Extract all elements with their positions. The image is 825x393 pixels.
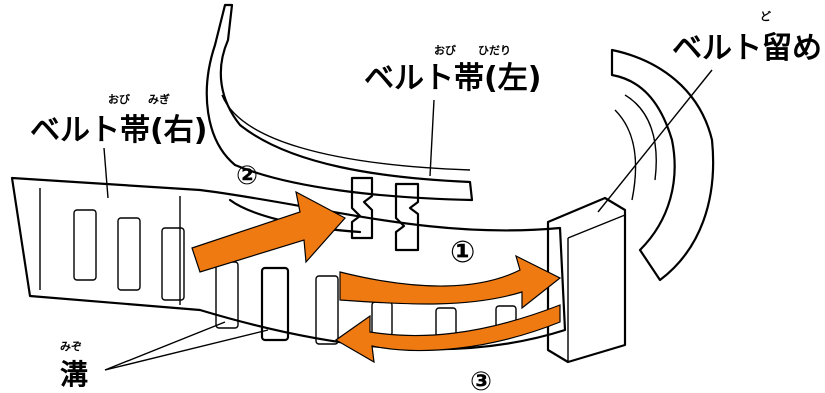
ruby-hidari: ひだり xyxy=(478,44,511,57)
label-belt-left: おび ひだり ベルト帯(左) xyxy=(364,43,541,96)
label-belt-right: おび みぎ ベルト帯(右) xyxy=(30,92,207,148)
arrow-step1 xyxy=(339,254,562,310)
arrow-step2 xyxy=(191,190,346,273)
arrow-step3 xyxy=(334,304,561,364)
belt-keeper xyxy=(546,196,627,364)
step-3-number: ③ xyxy=(470,367,492,393)
label-belt-keeper: ど ベルト留め xyxy=(672,10,822,66)
ruby-obi-left: おび xyxy=(434,43,457,57)
strap-body xyxy=(610,48,715,282)
belt-left-label: ベルト帯(左) xyxy=(364,61,541,96)
ruby-obi-right: おび xyxy=(108,92,131,106)
belt-right-label: ベルト帯(右) xyxy=(30,113,207,148)
ruby-mizo: みぞ xyxy=(60,340,82,353)
leader-lines xyxy=(103,69,713,371)
ruby-migi: みぎ xyxy=(148,92,170,106)
band-left-slots xyxy=(350,176,420,252)
step-2-number: ② xyxy=(236,161,258,191)
belt-keeper-label: ベルト留め xyxy=(672,31,822,66)
belt-band-right xyxy=(10,176,567,351)
groove-label: 溝 xyxy=(60,358,88,391)
ruby-do: ど xyxy=(760,10,771,23)
label-groove: みぞ 溝 xyxy=(60,340,88,391)
step-1-number: ① xyxy=(450,235,475,270)
